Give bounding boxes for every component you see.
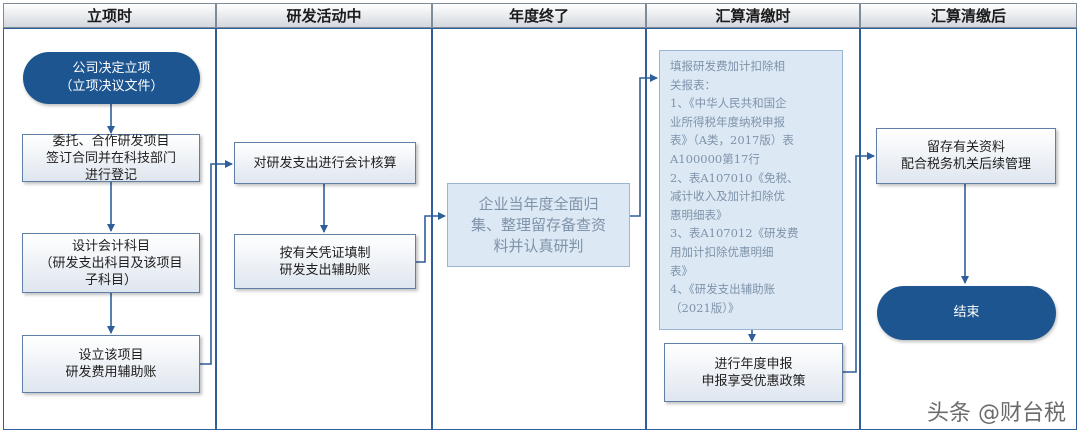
end-node: 结束	[877, 286, 1056, 340]
forms-line-1: 关报表：	[670, 77, 716, 92]
forms-line-8: 惠明细表》	[670, 207, 728, 222]
design-account-line1: 设计会计科目	[71, 238, 150, 254]
start-node-line1: 公司决定立项	[72, 61, 151, 76]
accounting-box: 对研发支出进行会计核算	[234, 142, 416, 184]
lane-header-after-settlement: 汇算清缴后	[860, 3, 1077, 28]
lane-header-settlement: 汇算清缴时	[646, 3, 860, 28]
start-node: 公司决定立项 （立项决议文件）	[23, 52, 200, 104]
retain-line1: 留存有关资料	[926, 140, 1005, 155]
year-end-line1: 企业当年度全面归	[478, 194, 599, 213]
report-forms-box: 填报研发费加计扣除相 关报表： 1、《中华人民共和国企 业所得税年度纳税申报 表…	[659, 50, 843, 330]
forms-line-7: 减计收入及加计扣除优	[670, 189, 785, 204]
entrust-line1: 委托、合作研发项目	[52, 133, 170, 149]
lane-header-year-end: 年度终了	[432, 3, 646, 28]
design-account-line3: 子科目）	[84, 272, 137, 288]
set-ledger-line2: 研发费用辅助账	[65, 365, 157, 380]
forms-line-9: 3、表A107012《研发费	[670, 226, 799, 241]
retain-materials-box: 留存有关资料 配合税务机关后续管理	[876, 128, 1056, 184]
start-node-line2: （立项决议文件）	[59, 79, 164, 94]
declare-line1: 进行年度申报	[714, 356, 793, 372]
end-node-label: 结束	[953, 305, 980, 320]
annual-declare-box: 进行年度申报 申报享受优惠政策	[664, 343, 843, 402]
forms-line-6: 2、表A107010《免税、	[670, 170, 799, 185]
year-end-line2: 集、整理留存备查资	[470, 215, 606, 234]
lane-header-rd-activity: 研发活动中	[216, 3, 432, 28]
set-ledger-line1: 设立该项目	[78, 348, 144, 363]
entrust-contract-box: 委托、合作研发项目 签订合同并在科技部门 进行登记	[22, 133, 200, 183]
forms-line-5: A100000第17行	[670, 151, 760, 166]
retain-line2: 配合税务机关后续管理	[900, 157, 1031, 172]
forms-line-4: 表》（A类，2017版）表	[670, 133, 794, 148]
design-account-box: 设计会计科目 （研发支出科目及该项目 子科目）	[22, 233, 200, 293]
voucher-box: 按有关凭证填制 研发支出辅助账	[234, 234, 416, 289]
voucher-line2: 研发支出辅助账	[279, 262, 371, 278]
design-account-line2: （研发支出科目及该项目	[39, 255, 183, 271]
forms-line-0: 填报研发费加计扣除相	[670, 59, 785, 73]
entrust-line3: 进行登记	[84, 167, 137, 183]
forms-line-11: 表》	[670, 263, 693, 278]
forms-line-12: 4、《研发支出辅助账	[670, 282, 776, 297]
accounting-line1: 对研发支出进行会计核算	[253, 155, 397, 171]
entrust-line2: 签订合同并在科技部门	[45, 150, 176, 166]
lane-after-settlement	[860, 28, 1077, 430]
watermark: 头条 @财台税	[927, 401, 1066, 426]
lane-header-project-start: 立项时	[3, 3, 216, 28]
voucher-line1: 按有关凭证填制	[279, 245, 371, 261]
declare-line2: 申报享受优惠政策	[701, 373, 806, 389]
forms-line-2: 1、《中华人民共和国企	[670, 96, 787, 111]
year-end-box: 企业当年度全面归 集、整理留存备查资 料并认真研判	[447, 183, 630, 267]
forms-line-3: 业所得税年度纳税申报	[670, 114, 785, 129]
forms-line-10: 用加计扣除优惠明细	[670, 244, 774, 259]
set-ledger-box: 设立该项目 研发费用辅助账	[22, 335, 200, 393]
year-end-line3: 料并认真研判	[493, 236, 584, 255]
forms-line-13: （2021版）》	[670, 300, 740, 315]
